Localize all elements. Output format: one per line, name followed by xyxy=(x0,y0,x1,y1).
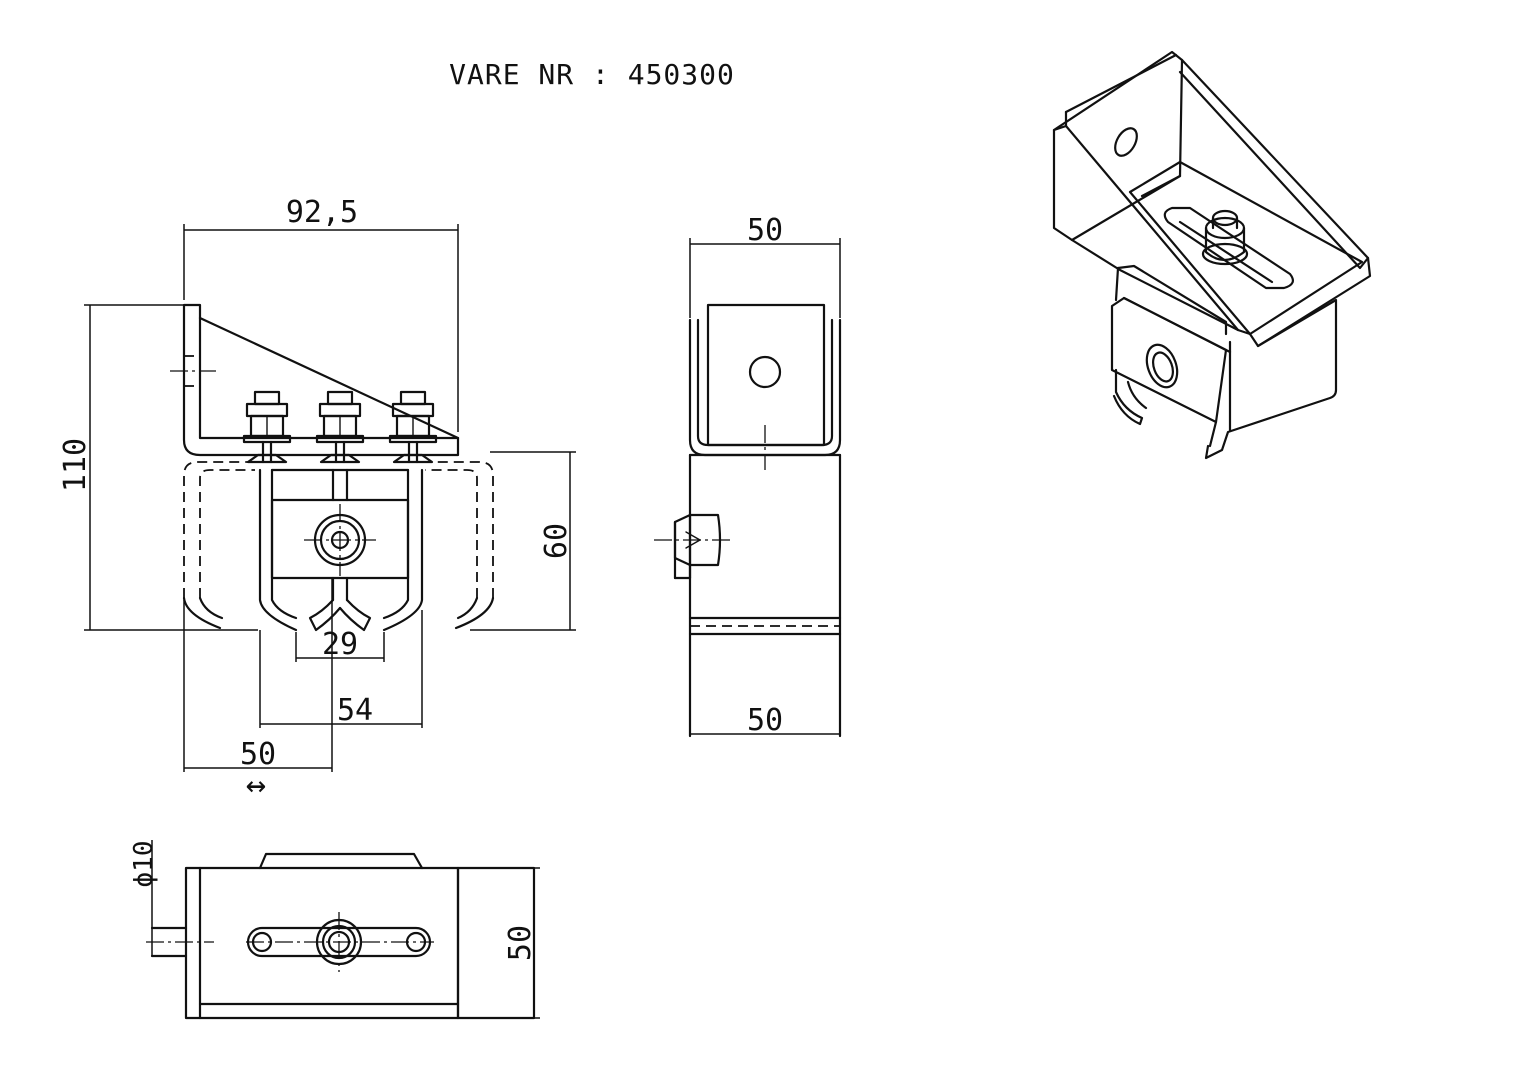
dim-side-bottom-width: 50 xyxy=(747,703,783,738)
dim-side-top-width: 50 xyxy=(747,213,783,248)
dim-rail-height: 60 xyxy=(539,523,574,559)
dim-rail-inner: 54 xyxy=(337,693,373,728)
top-view xyxy=(146,852,536,1020)
dim-top-depth: 50 xyxy=(503,925,538,961)
bolt-group xyxy=(242,390,438,464)
side-view-dimensions: 50 50 xyxy=(689,213,841,738)
side-view xyxy=(654,303,842,738)
dim-bolt-diameter: ϕ10 xyxy=(129,841,159,888)
dim-front-height: 110 xyxy=(58,438,93,492)
front-view xyxy=(170,303,495,632)
front-view-dimensions: 92,5 110 60 29 54 50 ↔ xyxy=(58,195,576,805)
part-number-title: VARE NR : 450300 xyxy=(449,58,735,91)
adjust-arrow-icon: ↔ xyxy=(246,765,266,805)
dim-inner-gap: 29 xyxy=(322,627,358,662)
dim-front-width: 92,5 xyxy=(286,195,358,230)
dim-rail-offset: 50 xyxy=(240,737,276,772)
isometric-view xyxy=(1052,50,1372,460)
top-view-dimensions: ϕ10 50 xyxy=(129,840,540,1019)
